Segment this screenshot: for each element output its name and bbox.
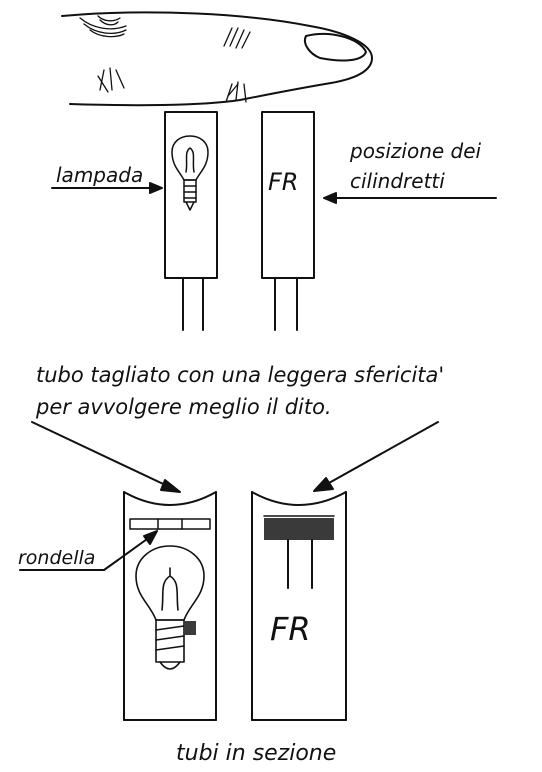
lamp-pointer-arrow [51, 182, 163, 194]
fr-label-bottom: FR [270, 610, 311, 648]
caption-arrow-right [313, 421, 439, 492]
fr-cylinder-top [261, 111, 315, 331]
position-pointer-arrow [323, 192, 497, 204]
finger-drawing [61, 11, 373, 107]
lightbulb-section-icon [135, 545, 205, 670]
washer-pointer [19, 530, 158, 571]
photoresistor-element [264, 518, 334, 540]
lightbulb-icon [171, 135, 209, 211]
lamp-tube-section [123, 491, 217, 721]
knuckle-creases [97, 27, 251, 103]
section-caption: tubi in sezione [176, 741, 336, 766]
caption-arrow-left [31, 421, 181, 493]
caption-line2: per avvolgere meglio il dito. [35, 395, 332, 419]
position-label-line2: cilindretti [350, 169, 445, 193]
fr-label-top: FR [268, 168, 298, 196]
fr-tube-section [251, 491, 347, 721]
position-label-line1: posizione dei [349, 139, 482, 163]
washer-disc [129, 518, 211, 530]
washer-label: rondella [18, 547, 95, 569]
lamp-label: lampada [56, 163, 143, 187]
fingernail [304, 32, 367, 62]
caption-line1: tubo tagliato con una leggera sfericita' [36, 363, 444, 387]
lamp-cylinder-top [164, 111, 218, 331]
finger-outline [61, 11, 373, 107]
fingerprint-lines [79, 15, 127, 38]
